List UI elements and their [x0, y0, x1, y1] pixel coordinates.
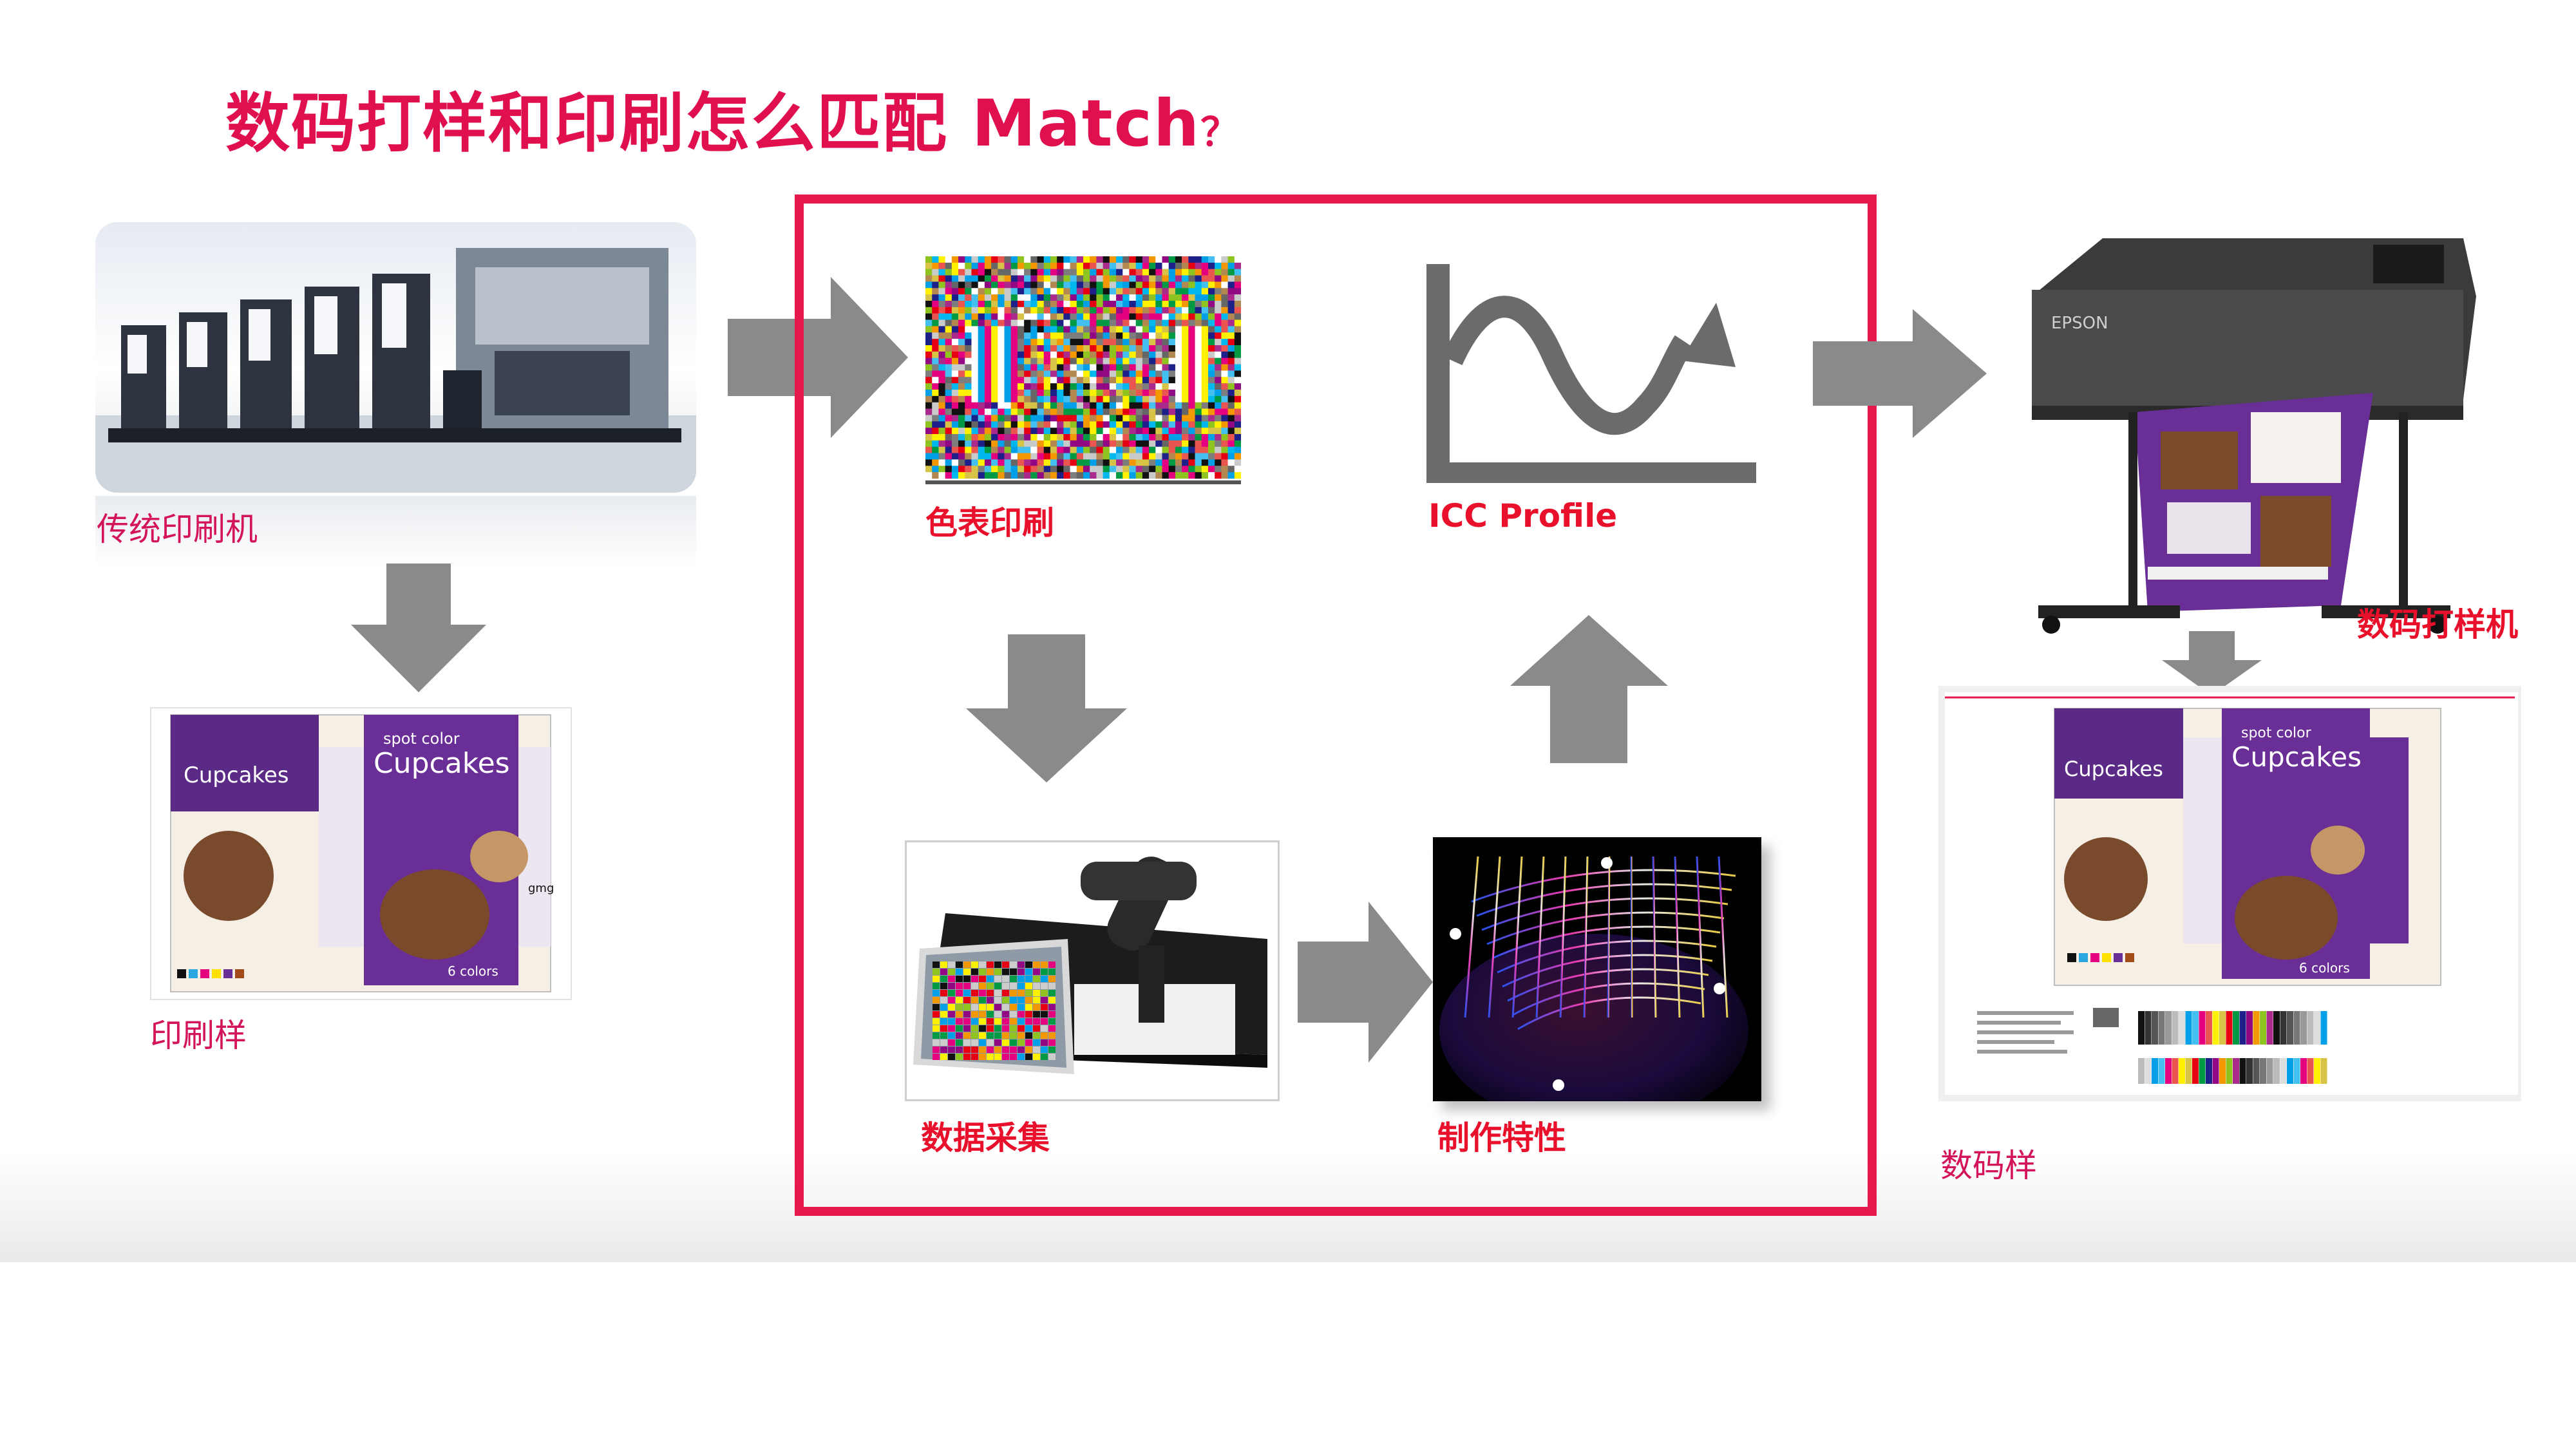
- pkg-brand-top: spot color: [383, 730, 460, 748]
- spectrophotometer-image: [905, 840, 1280, 1101]
- offset-press-image: [95, 222, 696, 493]
- press-illustration: [95, 248, 696, 493]
- gamut-image: [1433, 837, 1761, 1101]
- proof-brand-top: spot color: [2241, 725, 2312, 741]
- proof-colors-badge: 6 colors: [2299, 960, 2350, 976]
- page-title: 数码打样和印刷怎么匹配 Match？: [225, 71, 1240, 164]
- label-proofer: 数码打样机: [2357, 606, 2518, 643]
- title-main: 数码打样和印刷怎么匹配 Match: [225, 86, 1201, 161]
- pkg-brand-main: Cupcakes: [374, 747, 510, 780]
- pkg-colors-badge: 6 colors: [448, 963, 498, 979]
- printer-illustration: EPSON: [2032, 238, 2476, 634]
- color-target-grid: [925, 256, 1241, 484]
- arrow-down-icon: [2162, 631, 2262, 696]
- arrow-right-icon: [1813, 309, 1987, 438]
- print-sample-image: spot color Cupcakes Cupcakes gmg 6 color…: [150, 707, 572, 1000]
- proof-brand-side: Cupcakes: [2064, 757, 2163, 781]
- title-suffix: ？: [1200, 110, 1241, 155]
- label-data-collect: 数据采集: [921, 1119, 1050, 1157]
- proof-brand-main: Cupcakes: [2231, 741, 2362, 773]
- printer-brand: EPSON: [2051, 314, 2108, 333]
- color-chart-image: [925, 256, 1241, 488]
- icc-curve-icon: [1426, 264, 1756, 483]
- label-print-sample: 印刷样: [150, 1017, 247, 1054]
- label-icc: ICC Profile: [1428, 497, 1618, 535]
- package-dieline: spot color Cupcakes Cupcakes gmg 6 color…: [170, 714, 554, 992]
- label-digital-sample: 数码样: [1940, 1147, 2037, 1184]
- scanner-illustration: [913, 857, 1267, 1074]
- label-characterize: 制作特性: [1437, 1119, 1566, 1157]
- press-reflection: [95, 496, 696, 567]
- workflow-frame: [795, 194, 1877, 1216]
- gamut-plot: [1439, 856, 1748, 1101]
- arrow-right-icon: [1298, 902, 1433, 1063]
- pkg-logo: gmg: [528, 882, 554, 895]
- label-press: 传统印刷机: [97, 511, 258, 548]
- arrow-up-icon: [1510, 615, 1668, 763]
- arrow-down-icon: [966, 634, 1127, 782]
- proofer-printer-image: EPSON: [2012, 219, 2476, 641]
- pkg-brand-side: Cupcakes: [184, 762, 289, 788]
- digital-proof-sheet: spot color Cupcakes Cupcakes 6 colors: [1945, 692, 2518, 1095]
- digital-sample-image: spot color Cupcakes Cupcakes 6 colors: [1938, 686, 2521, 1101]
- arrow-right-icon: [728, 277, 908, 438]
- arrow-down-icon: [351, 564, 486, 692]
- label-chart-print: 色表印刷: [925, 504, 1054, 542]
